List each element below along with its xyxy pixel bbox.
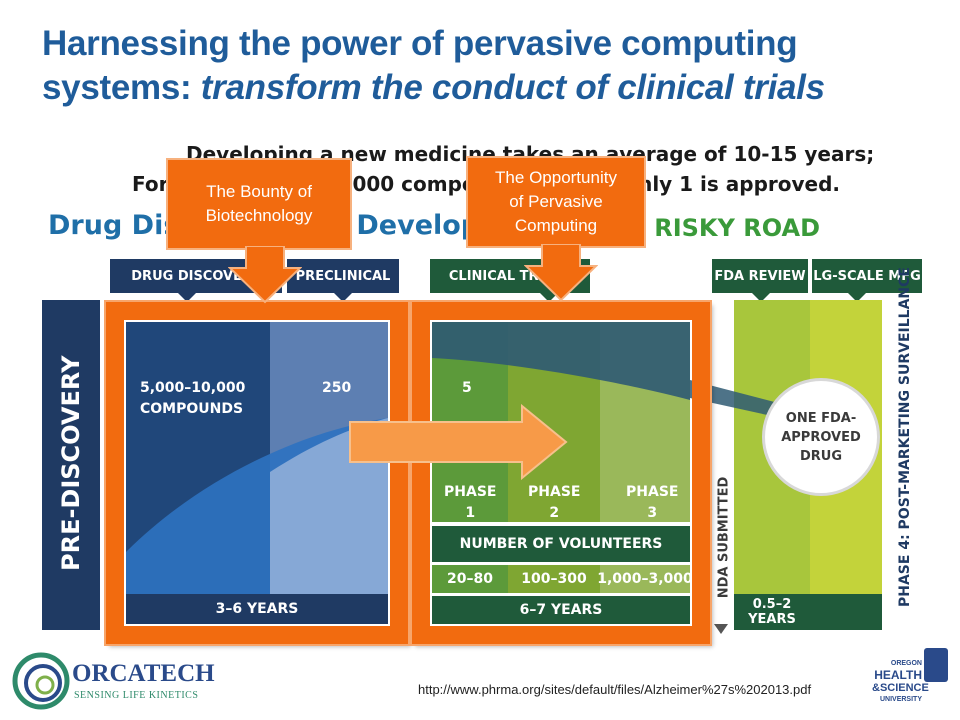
- orcatech-ring-inner: [35, 675, 55, 695]
- tab-clinical-trials-arrow: [540, 293, 558, 302]
- ohsu-logo-text: OREGON HEALTH &SCIENCE UNIVERSITY: [872, 658, 929, 705]
- phase-1-label: PHASE 1: [444, 484, 497, 521]
- orcatech-tagline: SENSING LIFE KINETICS: [74, 690, 199, 701]
- pervasive-callout-pointer: [524, 244, 598, 302]
- ohsu-line-4: UNIVERSITY: [879, 696, 922, 703]
- tab-lg-scale-mfg: LG-SCALE MFG: [812, 259, 922, 293]
- slide-title: Harnessing the power of pervasive comput…: [42, 22, 942, 110]
- ohsu-line-2: HEALTH: [874, 668, 922, 682]
- compounds-label: 5,000–10,000 COMPOUNDS: [140, 380, 246, 417]
- pervasive-callout: The Opportunity of Pervasive Computing: [468, 158, 644, 246]
- tab-preclinical-arrow: [334, 293, 352, 302]
- nda-submitted-label: NDA SUBMITTED: [716, 476, 732, 599]
- title-line-2: systems: transform the conduct of clinic…: [42, 66, 942, 110]
- approved-drug-circle: ONE FDA- APPROVED DRUG: [762, 378, 880, 496]
- orcatech-logo-icon: [12, 652, 70, 710]
- volunteers-phase-1: 20–80: [432, 565, 508, 593]
- attrition-band-tail: [690, 380, 790, 420]
- discovery-panel: [126, 322, 388, 594]
- clinical-highlight-frame: [412, 302, 710, 644]
- pre-discovery-label: PRE-DISCOVERY: [57, 355, 85, 571]
- tab-fda-review: FDA REVIEW: [712, 259, 808, 293]
- transition-arrow-shape: [349, 404, 568, 480]
- title-line-2-italic: transform the conduct of clinical trials: [200, 68, 825, 107]
- title-line-2-normal: systems:: [42, 68, 201, 107]
- ohsu-line-3: &SCIENCE: [872, 682, 929, 694]
- tab-preclinical: PRECLINICAL: [287, 259, 399, 293]
- phase-4-label: PHASE 4: POST-MARKETING SURVEILLANCE: [897, 267, 913, 607]
- years-discovery-bar: 3–6 YEARS: [126, 594, 388, 624]
- discovery-curve: [126, 322, 388, 594]
- biotech-pointer-arrow-icon: [228, 246, 302, 304]
- biotech-callout-pointer: [228, 246, 302, 304]
- preclinical-count: 250: [322, 380, 352, 396]
- clinical-count: 5: [462, 380, 472, 396]
- nda-marker-icon: [714, 624, 728, 634]
- ohsu-line-1: OREGON: [890, 660, 922, 667]
- years-clinical-bar: 6–7 YEARS: [432, 596, 690, 624]
- attrition-band-to-circle: [690, 380, 790, 420]
- orcatech-name: ORCATECH: [72, 660, 215, 687]
- tab-fda-review-arrow: [752, 293, 770, 302]
- transition-arrow-icon: [349, 404, 568, 480]
- ohsu-shield-icon: [924, 648, 948, 682]
- volunteers-phase-2: 100–300: [508, 565, 600, 593]
- clinical-attrition-band: [432, 322, 690, 400]
- source-url[interactable]: http://www.phrma.org/sites/default/files…: [418, 682, 812, 697]
- phase-3-label: PHASE 3: [626, 484, 679, 521]
- title-line-1: Harnessing the power of pervasive comput…: [42, 24, 798, 63]
- tab-drug-discovery-arrow: [178, 293, 196, 302]
- manufacturing-footer-bar: [810, 594, 882, 630]
- orcatech-ring-middle: [24, 664, 62, 702]
- volunteers-header: NUMBER OF VOLUNTEERS: [432, 526, 690, 562]
- pervasive-pointer-arrow-icon: [524, 244, 598, 302]
- phase-2-label: PHASE 2: [528, 484, 581, 521]
- discovery-highlight-frame: [106, 302, 408, 644]
- pre-discovery-bar: [42, 300, 100, 630]
- orcatech-ring-outer: [12, 652, 70, 710]
- fda-years-bar: 0.5–2 YEARS: [734, 594, 810, 630]
- volunteers-phase-3: 1,000–3,000: [597, 565, 693, 593]
- biotech-callout: The Bounty of Biotechnology: [168, 160, 350, 248]
- tab-lg-scale-mfg-arrow: [848, 293, 866, 302]
